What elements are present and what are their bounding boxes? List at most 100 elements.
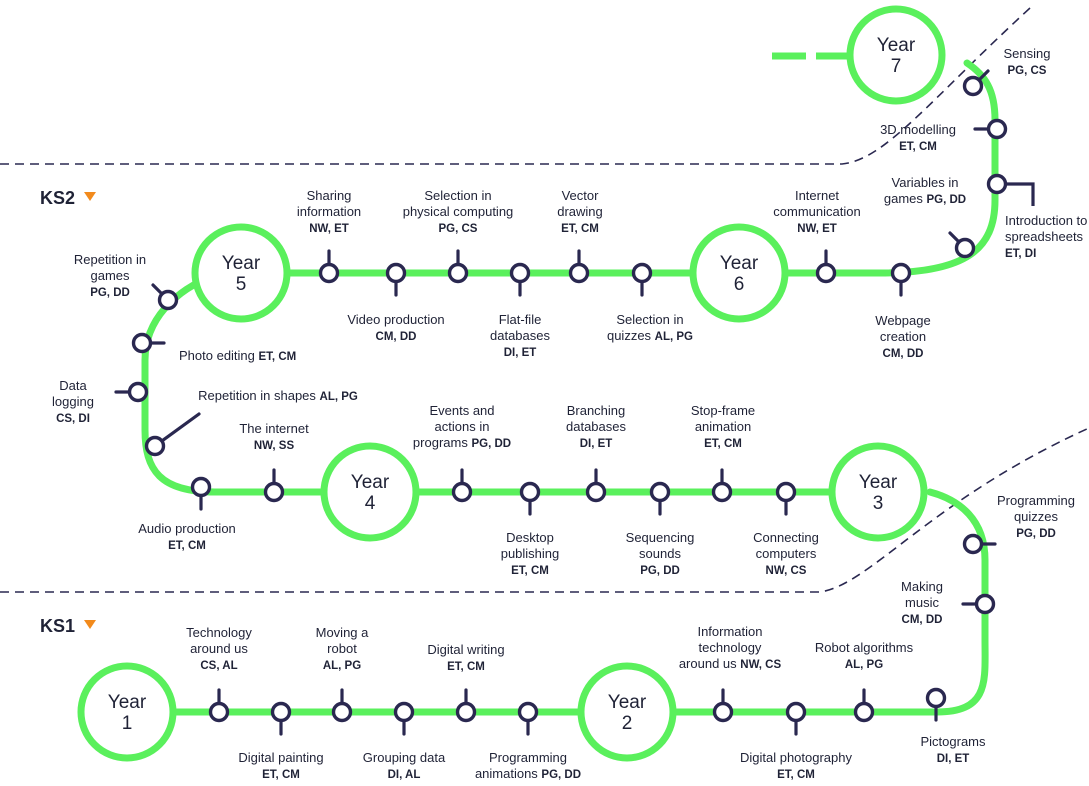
- track-segment: [123, 488, 989, 716]
- year-label-line: 4: [365, 493, 376, 514]
- unit-label-line: Vector: [562, 188, 600, 203]
- unit-node-desktop-publishing: [519, 481, 541, 516]
- node-marker: [890, 262, 912, 284]
- unit-label-line: databases: [566, 419, 626, 434]
- key-stage-divider: [0, 427, 1089, 593]
- node-marker: [712, 701, 734, 723]
- unit-label-line: logging: [52, 394, 94, 409]
- unit-label-line: databases: [490, 328, 550, 343]
- unit-label-line: publishing: [501, 546, 560, 561]
- unit-node-digital-photography: [785, 701, 807, 736]
- unit-title-text: spreadsheets: [1005, 229, 1084, 244]
- unit-label-line: ET, CM: [899, 141, 937, 153]
- year-label-line: 2: [622, 713, 633, 734]
- unit-title-text: Moving a: [316, 625, 370, 640]
- node-marker: [925, 687, 947, 709]
- unit-title-text: Selection in: [424, 188, 491, 203]
- unit-title-text: Robot algorithms: [815, 640, 914, 655]
- unit-label-line: Webpage: [875, 313, 930, 328]
- unit-title-text: creation: [880, 329, 926, 344]
- unit-title-text: publishing: [501, 546, 560, 561]
- unit-node-sensing: [962, 69, 990, 97]
- year-label-line: 6: [734, 274, 745, 295]
- unit-node-selection-in-physical-computing: [447, 249, 469, 284]
- unit-label-line: spreadsheets: [1005, 229, 1084, 244]
- unit-label-line: Sharing: [307, 188, 352, 203]
- unit-label-line: actions in: [435, 419, 490, 434]
- unit-title-text: Making: [901, 579, 943, 594]
- unit-label-line: Digital writing: [427, 642, 504, 657]
- unit-label-line: robot: [327, 641, 357, 656]
- unit-node-grouping-data: [393, 701, 415, 736]
- unit-label-line: Stop-frame: [691, 403, 755, 418]
- unit-node-flat-file-databases: [509, 262, 531, 297]
- node-marker: [649, 481, 671, 503]
- unit-label-line: PG, CS: [1008, 65, 1047, 77]
- unit-label-line: sounds: [639, 546, 681, 561]
- unit-node-introduction-to-spreadsheets: [986, 173, 1035, 206]
- unit-label-line: animations PG, DD: [475, 766, 581, 781]
- unit-node-sequencing-sounds: [649, 481, 671, 516]
- unit-label-line: Making: [901, 579, 943, 594]
- unit-strand-codes: ET, CM: [777, 769, 815, 781]
- unit-label-line: around us: [190, 641, 248, 656]
- node-stick: [948, 231, 961, 244]
- unit-label-line: Flat-file: [499, 312, 542, 327]
- unit-node-video-production: [385, 262, 407, 297]
- unit-label-line: 3D modelling: [880, 122, 956, 137]
- unit-title-text: Repetition in: [74, 252, 146, 267]
- unit-label-line: Information: [697, 624, 762, 639]
- unit-label-line: Selection in: [424, 188, 491, 203]
- unit-label-line: CM, DD: [376, 331, 417, 343]
- unit-label-line: Data: [59, 378, 87, 393]
- node-marker: [509, 262, 531, 284]
- unit-label-line: CS, DI: [56, 413, 90, 425]
- unit-label-line: ET, DI: [1005, 248, 1036, 260]
- unit-strand-codes: ET, CM: [168, 540, 206, 552]
- unit-title-text: physical computing: [403, 204, 514, 219]
- key-stage-dividers: [0, 7, 1089, 593]
- unit-node-the-internet: [263, 468, 285, 503]
- unit-title-text: Photo editing: [179, 348, 259, 363]
- unit-label-line: Internet: [795, 188, 839, 203]
- unit-label-line: Pictograms: [920, 734, 986, 749]
- unit-node-sharing-information: [318, 249, 340, 284]
- node-marker: [263, 481, 285, 503]
- node-marker: [517, 701, 539, 723]
- unit-strand-codes: PG, DD: [1016, 528, 1056, 540]
- unit-label-line: DI, ET: [504, 347, 537, 359]
- year-label-line: 5: [236, 274, 247, 295]
- unit-node-pictograms: [925, 687, 947, 722]
- unit-node-programming-animations: [517, 701, 539, 736]
- unit-title-text: Connecting: [753, 530, 819, 545]
- unit-node-digital-writing: [455, 688, 477, 723]
- unit-title-text: programs: [413, 435, 472, 450]
- unit-label-line: DI, ET: [937, 753, 970, 765]
- unit-strand-codes: AL, PG: [655, 331, 693, 343]
- unit-strand-codes: CS, AL: [200, 660, 237, 672]
- year-ring: [77, 662, 177, 762]
- unit-strand-codes: ET, CM: [704, 438, 742, 450]
- unit-title-text: Variables in: [892, 175, 959, 190]
- key-stage-label-ks2: KS2: [40, 188, 75, 208]
- unit-label-line: information: [297, 204, 361, 219]
- node-marker: [585, 481, 607, 503]
- unit-label-line: The internet: [239, 421, 309, 436]
- node-marker: [455, 701, 477, 723]
- unit-label-line: Repetition in: [74, 252, 146, 267]
